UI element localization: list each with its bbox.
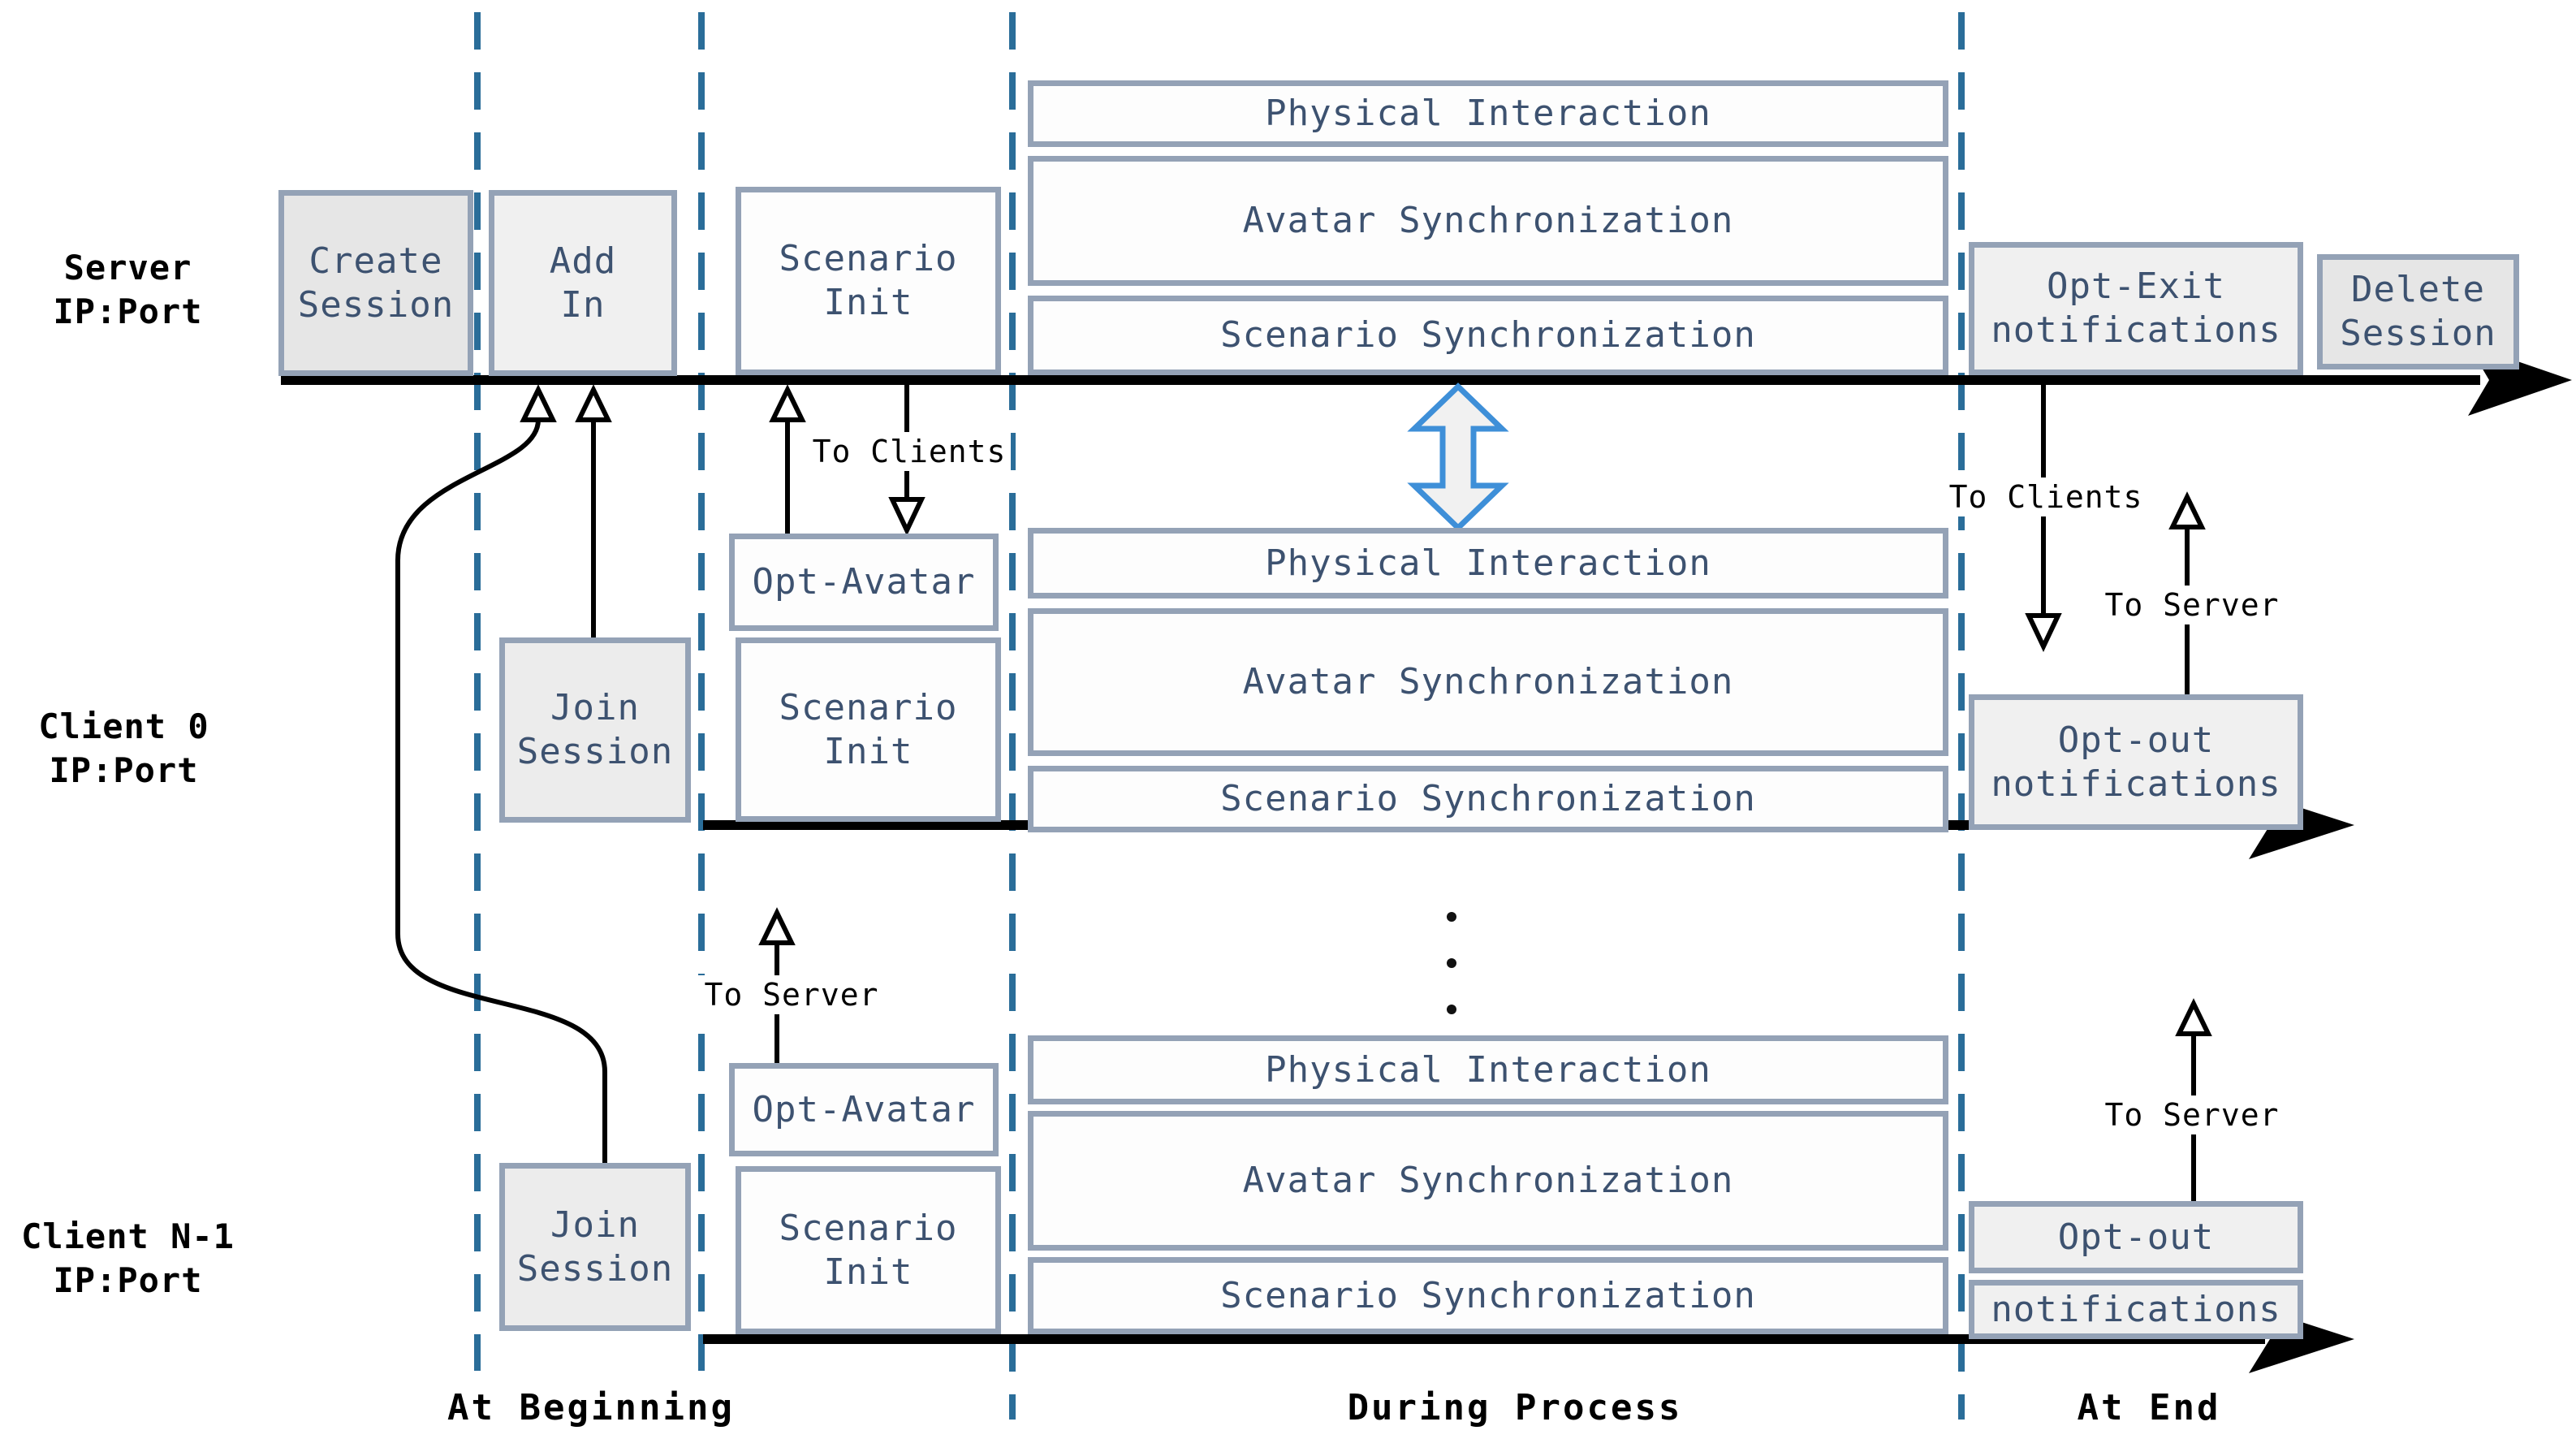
opt-exit-notifications-box: Opt-Exit notifications	[1969, 242, 2303, 375]
scenario-init-box-client0: Scenario Init	[736, 637, 1001, 822]
to-server-label-optavatarN1: To Server	[694, 975, 889, 1014]
arrowhead-up-icon	[2168, 491, 2206, 529]
scenario-init-box-server: Scenario Init	[736, 187, 1001, 375]
opt-out-box-clientN1-bottom: notifications	[1969, 1280, 2303, 1339]
avatar-sync-box-client0: Avatar Synchronization	[1028, 608, 1948, 756]
opt-avatar-box-clientN1: Opt-Avatar	[729, 1063, 999, 1156]
avatar-sync-box-server: Avatar Synchronization	[1028, 156, 1948, 286]
create-session-box: Create Session	[278, 190, 473, 376]
arrowhead-down-icon	[2025, 613, 2062, 653]
to-server-label-optout0: To Server	[2095, 586, 2289, 624]
opt-out-box-clientN1-top: Opt-out	[1969, 1201, 2303, 1273]
physical-interaction-box-clientN1: Physical Interaction	[1028, 1035, 1948, 1104]
to-clients-label-optout0: To Clients	[1944, 478, 2147, 516]
scenario-sync-box-server: Scenario Synchronization	[1028, 296, 1948, 375]
lane-label-client0: Client 0 IP:Port	[38, 707, 209, 790]
scenario-sync-box-clientN1: Scenario Synchronization	[1028, 1257, 1948, 1334]
physical-interaction-box-client0: Physical Interaction	[1028, 528, 1948, 599]
lane-label-server: Server IP:Port	[53, 248, 203, 331]
arrowhead-up-icon	[520, 384, 557, 422]
phase-label-beginning: At Beginning	[447, 1387, 735, 1428]
ellipsis-dots-icon	[1447, 912, 1456, 1014]
joinN1-to-addin-curve	[395, 419, 607, 1163]
arrowhead-up-icon	[2175, 998, 2212, 1036]
to-clients-label-scenario: To Clients	[808, 432, 1011, 471]
to-server-label-optoutN1: To Server	[2095, 1095, 2289, 1134]
arrowhead-up-icon	[758, 907, 796, 945]
phase-label-during: During Process	[1347, 1387, 1683, 1428]
scenario-init-box-clientN1: Scenario Init	[736, 1166, 1001, 1334]
add-in-box: Add In	[489, 190, 677, 376]
lane-label-clientN1: Client N-1 IP:Port	[21, 1216, 235, 1300]
double-arrow-icon	[1407, 382, 1509, 532]
opt-out-notifications-box-client0: Opt-out notifications	[1969, 694, 2303, 830]
opt-avatar-box-client0: Opt-Avatar	[729, 534, 999, 631]
join-session-box-client0: Join Session	[499, 637, 691, 823]
delete-session-box: Delete Session	[2317, 254, 2519, 369]
physical-interaction-box-server: Physical Interaction	[1028, 80, 1948, 147]
phase-label-end: At End	[2077, 1387, 2221, 1428]
join-session-box-clientN1: Join Session	[499, 1163, 691, 1331]
arrowhead-up-icon	[575, 384, 612, 422]
arrowhead-down-icon	[888, 497, 926, 537]
arrowhead-up-icon	[769, 384, 806, 422]
avatar-sync-box-clientN1: Avatar Synchronization	[1028, 1111, 1948, 1251]
scenario-sync-box-client0: Scenario Synchronization	[1028, 766, 1948, 832]
